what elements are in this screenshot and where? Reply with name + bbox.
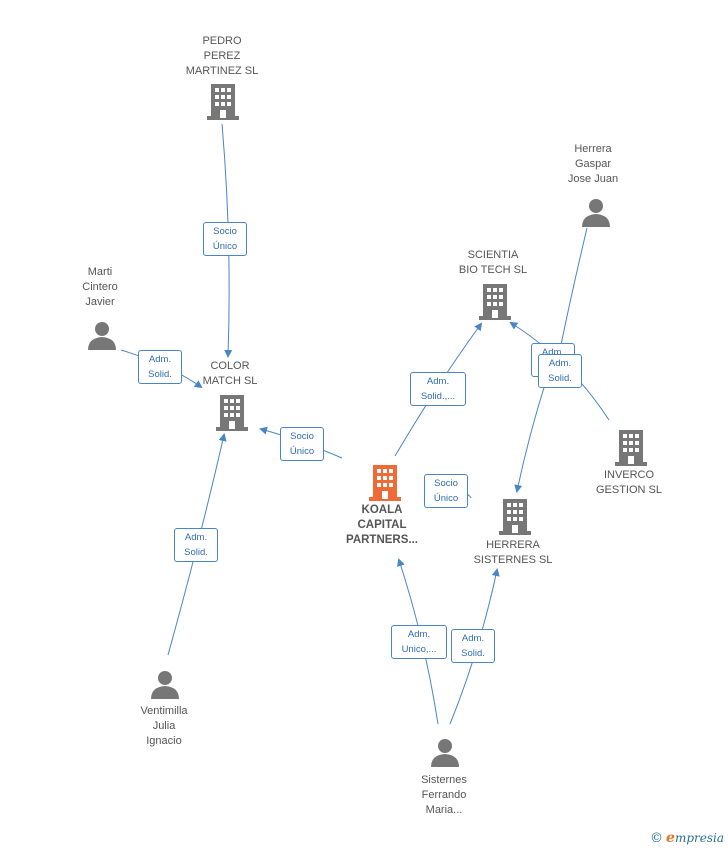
- brand-name: mpresia: [674, 831, 724, 845]
- person-icon[interactable]: [430, 737, 460, 767]
- building-icon[interactable]: [499, 499, 531, 535]
- building-icon[interactable]: [216, 395, 248, 431]
- node-label: Ventimilla Julia Ignacio: [140, 705, 188, 747]
- edge-gaspar-hsisternes: [514, 374, 549, 493]
- building-icon-main[interactable]: [369, 465, 401, 501]
- node-label: HERRERA SISTERNES SL: [473, 539, 553, 566]
- node-marti-cintero[interactable]: Marti Cintero Javier: [60, 265, 140, 310]
- node-inverco-gestion[interactable]: INVERCO GESTION SL: [584, 468, 674, 498]
- person-icon[interactable]: [87, 320, 117, 350]
- node-label: COLOR MATCH SL: [202, 360, 258, 387]
- relation-label[interactable]: Adm. Solid.: [538, 354, 582, 388]
- relation-label[interactable]: Adm. Solid.: [451, 629, 495, 663]
- brand-logo-letter: e: [666, 830, 675, 846]
- relation-label[interactable]: Adm. Unico,...: [391, 625, 447, 659]
- building-icon[interactable]: [207, 84, 239, 120]
- node-herrera-sisternes[interactable]: HERRERA SISTERNES SL: [458, 538, 568, 568]
- relation-label[interactable]: Adm. Solid.: [174, 528, 218, 562]
- node-label: PEDRO PEREZ MARTINEZ SL: [185, 35, 259, 77]
- node-label: Sisternes Ferrando Maria...: [421, 774, 467, 816]
- node-label: INVERCO GESTION SL: [595, 469, 663, 496]
- building-icon[interactable]: [615, 430, 647, 466]
- node-sisternes-ferrando[interactable]: Sisternes Ferrando Maria...: [400, 773, 488, 818]
- node-label: KOALA CAPITAL PARTNERS...: [346, 504, 418, 546]
- relation-label[interactable]: Socio Único: [203, 222, 247, 256]
- person-icon[interactable]: [150, 669, 180, 699]
- edge-herrera-scientia: [559, 227, 588, 351]
- relation-label[interactable]: Socio Único: [424, 474, 468, 508]
- node-pedro-perez-martinez[interactable]: PEDRO PEREZ MARTINEZ SL: [170, 34, 274, 79]
- empresia-brand: ©empresia: [650, 830, 724, 846]
- copyright-icon: ©: [650, 831, 664, 846]
- relation-label[interactable]: Socio Único: [280, 427, 324, 461]
- relation-label[interactable]: Adm. Solid.: [138, 350, 182, 384]
- node-label: SCIENTIA BIO TECH SL: [458, 249, 528, 276]
- node-scientia-bio-tech[interactable]: SCIENTIA BIO TECH SL: [440, 248, 546, 278]
- person-icon[interactable]: [581, 197, 611, 227]
- node-koala-capital-partners[interactable]: KOALA CAPITAL PARTNERS...: [330, 503, 434, 548]
- relation-label[interactable]: Adm. Solid.,...: [410, 372, 466, 406]
- node-label: Marti Cintero Javier: [82, 266, 118, 308]
- building-icon[interactable]: [479, 284, 511, 320]
- node-color-match[interactable]: COLOR MATCH SL: [182, 359, 278, 389]
- node-herrera-gaspar[interactable]: Herrera Gaspar Jose Juan: [552, 142, 634, 187]
- node-ventimilla-julia[interactable]: Ventimilla Julia Ignacio: [120, 704, 208, 749]
- node-label: Herrera Gaspar Jose Juan: [567, 143, 619, 185]
